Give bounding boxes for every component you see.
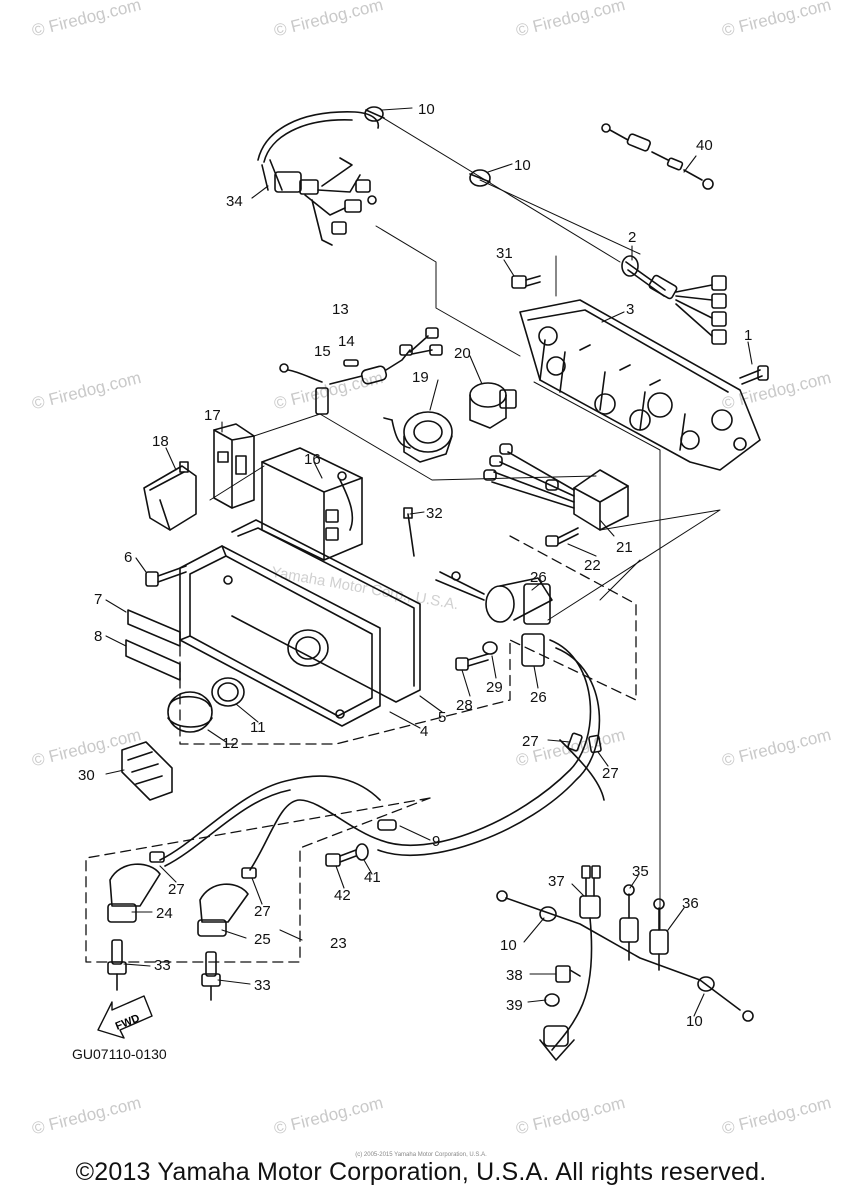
sub-harness-2 (621, 255, 727, 345)
rectifier-regulator-21 (483, 443, 629, 531)
main-switch-19 (383, 411, 453, 463)
callout-27: 27 (254, 903, 271, 920)
callout-33: 33 (154, 957, 171, 974)
callout-27: 27 (522, 733, 539, 750)
callout-20: 20 (454, 345, 471, 362)
gasket-5 (231, 519, 421, 703)
callout-10: 10 (514, 157, 531, 174)
callout-24: 24 (156, 905, 173, 922)
bolt-38 (555, 965, 581, 983)
callout-39: 39 (506, 997, 523, 1014)
callout-17: 17 (204, 407, 221, 424)
callout-42: 42 (334, 887, 351, 904)
ring-11 (211, 677, 245, 707)
callout-7: 7 (94, 591, 102, 608)
callout-19: 19 (412, 369, 429, 386)
stop-switch-20 (469, 382, 517, 429)
fine-print: (c) 2005-2015 Yamaha Motor Corporation, … (355, 1152, 487, 1158)
switch-36 (649, 898, 669, 971)
callout-15: 15 (314, 343, 331, 360)
callout-27: 27 (602, 765, 619, 782)
callout-25: 25 (254, 931, 271, 948)
label-7 (127, 609, 181, 647)
plug-cap-24 (107, 863, 161, 923)
wire-harness-34 (257, 111, 380, 246)
callout-23: 23 (330, 935, 347, 952)
callout-34: 34 (226, 193, 243, 210)
lower-lead (496, 890, 754, 1061)
fuse-holder-13 (279, 327, 443, 415)
diagram-code: GU07110-0130 (72, 1046, 167, 1062)
fuse-14 (343, 359, 359, 367)
callout-26: 26 (530, 569, 547, 586)
callout-22: 22 (584, 557, 601, 574)
callout-10: 10 (418, 101, 435, 118)
callout-21: 21 (616, 539, 633, 556)
ground-lead-40 (601, 123, 714, 190)
label-8 (125, 639, 181, 681)
callout-8: 8 (94, 628, 102, 645)
holder-9 (377, 819, 397, 831)
callout-28: 28 (456, 697, 473, 714)
callout-5: 5 (438, 709, 446, 726)
clip-30 (121, 741, 173, 801)
callout-12: 12 (222, 735, 239, 752)
bolt-31 (511, 275, 541, 289)
callout-40: 40 (696, 137, 713, 154)
fwd-arrow (97, 995, 153, 1039)
callout-35: 35 (632, 863, 649, 880)
callout-6: 6 (124, 549, 132, 566)
bolt-1 (739, 365, 769, 385)
bolt-6 (145, 565, 187, 587)
callout-27: 27 (168, 881, 185, 898)
callout-14: 14 (338, 333, 355, 350)
callout-2: 2 (628, 229, 636, 246)
washer-39 (544, 993, 560, 1007)
callout-32: 32 (426, 505, 443, 522)
high-tension-leads (149, 639, 605, 879)
bolt-42 (325, 849, 357, 867)
callout-38: 38 (506, 967, 523, 984)
spark-plug-33 (107, 939, 221, 1001)
callout-36: 36 (682, 895, 699, 912)
callout-3: 3 (626, 301, 634, 318)
callout-18: 18 (152, 433, 169, 450)
callout-37: 37 (548, 873, 565, 890)
ignition-coil-26 (435, 571, 553, 667)
plug-cap-25 (197, 883, 249, 937)
washer-29 (482, 641, 498, 655)
clamps-lower (539, 906, 715, 992)
callout-41: 41 (364, 869, 381, 886)
callout-31: 31 (496, 245, 513, 262)
sensor-37 (551, 865, 601, 1051)
callout-10: 10 (686, 1013, 703, 1030)
bracket-18 (143, 461, 197, 531)
callout-33: 33 (254, 977, 271, 994)
callout-9: 9 (432, 833, 440, 850)
box-cover-4 (179, 545, 381, 727)
bolt-28 (455, 653, 489, 671)
callout-4: 4 (420, 723, 428, 740)
bracket-17 (213, 423, 255, 509)
pin-32 (403, 507, 415, 557)
fwd-label: FWD (114, 1012, 142, 1033)
callout-16: 16 (304, 451, 321, 468)
callout-10: 10 (500, 937, 517, 954)
callout-30: 30 (78, 767, 95, 784)
callout-11: 11 (250, 719, 266, 736)
callout-13: 13 (332, 301, 349, 318)
copyright-footer: ©2013 Yamaha Motor Corporation, U.S.A. A… (75, 1158, 767, 1186)
callout-26: 26 (530, 689, 547, 706)
callout-1: 1 (744, 327, 752, 344)
screw-22 (545, 527, 579, 547)
cap-12 (167, 691, 213, 733)
collar-41 (355, 843, 369, 861)
callout-29: 29 (486, 679, 503, 696)
box-bracket-3 (519, 299, 761, 471)
